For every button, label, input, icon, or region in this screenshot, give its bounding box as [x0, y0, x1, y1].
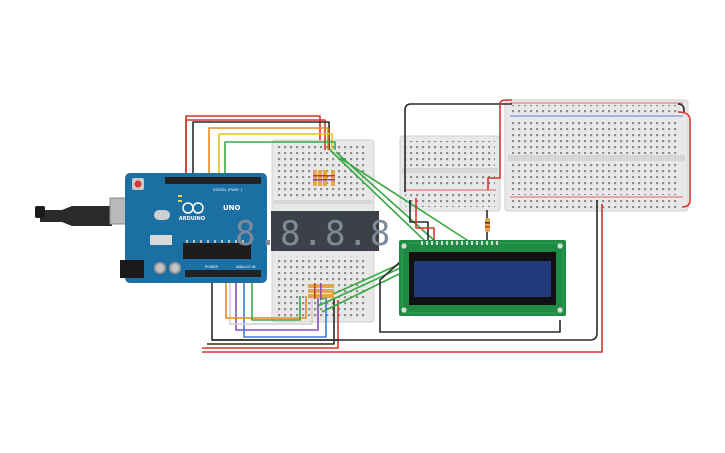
wire-black-lcd[interactable]	[409, 200, 429, 242]
wire-orange[interactable]	[208, 127, 329, 182]
atmega-chip	[183, 243, 251, 259]
wire-lcd-right-black[interactable]	[379, 261, 561, 333]
lcd-screen	[414, 261, 551, 297]
usb-cable	[40, 206, 112, 226]
wire-black-right[interactable]	[677, 103, 685, 112]
resistor-bank-bottom[interactable]	[308, 283, 334, 299]
wire-white[interactable]	[229, 280, 313, 325]
wire-green-top[interactable]	[224, 141, 336, 182]
wire-red-lcd[interactable]	[415, 198, 435, 242]
wire-black-1[interactable]	[192, 121, 330, 182]
wire-black-bottom[interactable]	[212, 200, 598, 341]
power-jack	[120, 260, 144, 278]
wire-red-top[interactable]	[487, 99, 512, 190]
arduino-brand-text: ARDUINO	[179, 216, 205, 222]
arduino-logo	[182, 202, 204, 214]
wire-orange-2[interactable]	[225, 280, 307, 319]
wire-black-2[interactable]	[207, 298, 335, 345]
wire-green-low[interactable]	[251, 280, 301, 321]
wire-purple[interactable]	[235, 280, 319, 331]
wire-red-bottom[interactable]	[202, 204, 603, 353]
wire-black-top[interactable]	[404, 103, 512, 192]
arduino-uno[interactable]: ARDUINO UNO DIGITAL (PWM~) POWER ANALOG …	[35, 173, 267, 283]
breadboard-large[interactable]	[504, 99, 689, 212]
power-header-label: POWER	[205, 265, 219, 269]
wire-red-3[interactable]	[185, 119, 326, 182]
digital-header-label: DIGITAL (PWM~)	[213, 188, 243, 192]
wire-lcd-3[interactable]	[339, 157, 471, 243]
wire-red-right[interactable]	[677, 111, 691, 208]
wire-blue[interactable]	[243, 280, 327, 338]
seven-segment-digits: 8.8.8.8.	[235, 214, 415, 254]
wire-lcd-1[interactable]	[329, 149, 427, 243]
analog-header-label: ANALOG IN	[236, 265, 256, 269]
resistor-lcd[interactable]	[485, 218, 490, 232]
seven-segment-display[interactable]: 8.8.8.8.	[235, 211, 415, 254]
lcd-16x2[interactable]	[399, 240, 566, 316]
breadboard-small[interactable]	[399, 135, 501, 212]
arduino-model-text: UNO	[223, 204, 241, 212]
wire-red-2[interactable]	[202, 300, 339, 349]
resistor-bank-top[interactable]	[313, 170, 335, 186]
